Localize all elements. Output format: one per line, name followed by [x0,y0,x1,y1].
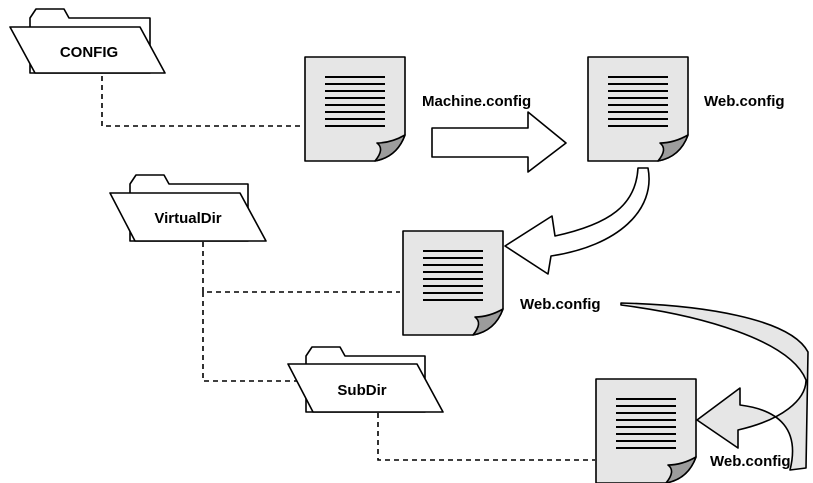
document-web-config-3 [595,378,697,483]
connector-config-to-machine [101,76,304,127]
document-label-web-config-3: Web.config [710,453,791,470]
document-label-web-config-1: Web.config [704,93,785,110]
folder-label: CONFIG [60,44,118,61]
document-icon [304,56,406,162]
folder-virtualdir: VirtualDir [109,174,267,242]
connector-subdir-to-web3 [377,413,595,461]
curved-arrow-icon [504,167,650,275]
folder-config: CONFIG [9,8,166,74]
folder-front-icon [109,192,267,242]
document-web-config-1 [587,56,689,162]
document-machine-config [304,56,406,162]
folder-front-icon [287,363,444,413]
folder-subdir: SubDir [287,346,444,413]
folder-label: VirtualDir [154,210,221,227]
document-icon [587,56,689,162]
document-web-config-2 [402,230,504,336]
document-icon [402,230,504,336]
document-label-machine-config: Machine.config [422,93,531,110]
connector-virtualdir-to-subdir [202,292,300,382]
document-icon [595,378,697,483]
folder-front-icon [9,26,166,74]
dashed-connectors [101,76,595,461]
document-label-web-config-2: Web.config [520,296,601,313]
curved-arrow-icon [620,302,809,471]
connector-virtualdir-to-web2 [202,242,400,293]
folder-label: SubDir [337,382,386,399]
right-arrow-icon [431,111,567,173]
